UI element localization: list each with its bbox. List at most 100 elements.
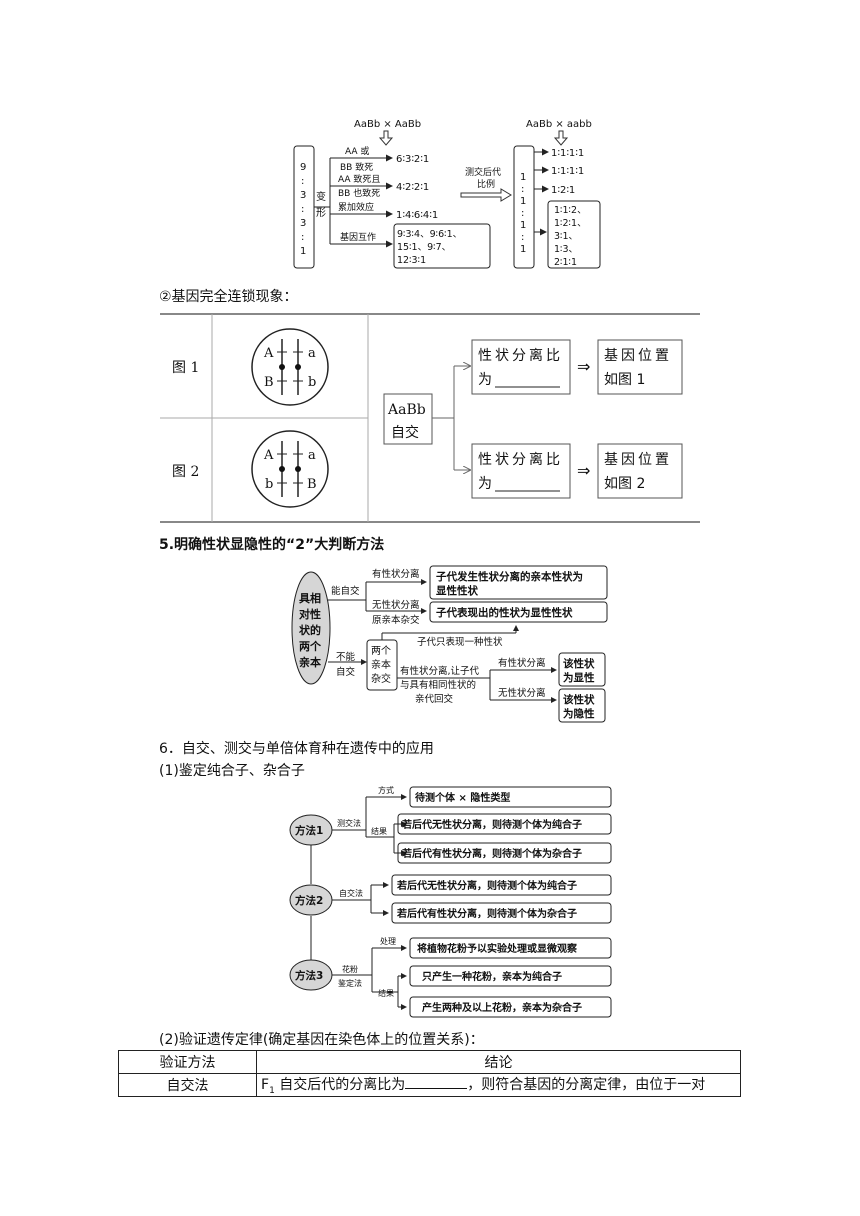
section2-heading: ②基因完全连锁现象： [159,289,298,305]
m3-box3: 产生两种及以上花粉，亲本为杂合子 [422,1001,582,1014]
sub2-heading: (2)验证遗传定律(确定基因在染色体上的位置关系)： [159,1032,484,1048]
dom-2: 为显性 [563,671,595,684]
svg-text:1: 1 [520,244,526,255]
svg-text:1: 1 [300,246,306,257]
arrow-label-1: 测交后代 [465,166,501,178]
root-2: 对性 [299,607,321,621]
cannot-1: 不能 [336,651,356,663]
branch3-label: 累加效应 [338,201,374,213]
no-sep: 无性状分离 [372,599,420,611]
fig1-gene-b: b [308,375,316,390]
branch4-label: 基因互作 [340,231,376,243]
test-r2: 1∶1∶1∶1 [551,166,584,177]
linkage-figure: 图 1 图 2 A a B b A a b B AaBb 自交 性状分离比 为 … [160,313,700,523]
has-sep-2a: 有性状分离,让子代 [400,665,480,677]
rec-1: 该性状 [563,693,595,706]
branch4-r2: 15∶1、9∶7、 [397,242,451,253]
base-ratio-9: 9 [300,162,306,173]
pos1-l2: 如图 1 [604,372,645,388]
m3-box2: 只产生一种花粉，亲本为纯合子 [422,970,562,983]
svg-text:3: 3 [300,190,306,201]
test-r4b: 1∶2∶1、 [554,218,587,229]
branch1-l1: AA 或 [345,145,369,157]
dominance-diagram: 具相 对性 状的 两个 亲本 能自交 有性状分离 子代发生性状分离的亲本性状为 … [291,565,608,723]
svg-text:形: 形 [316,207,326,219]
has-sep-2b: 与具有相同性状的 [400,679,476,691]
cross-2: 亲本 [371,658,391,671]
cross-1: 两个 [371,645,391,657]
branch4-r3: 12∶3∶1 [397,255,426,266]
root-1: 具相 [299,591,321,605]
m3-label: 方法3 [295,969,323,982]
arrow-label-2: 比例 [477,178,495,190]
fig1-gene-a: a [308,346,316,361]
fig2-gene-a: a [308,448,316,463]
result2-l2: 为 [478,476,492,492]
box1-l1: 子代发生性状分离的亲本性状为 [436,570,583,583]
rec-2: 为隐性 [563,707,595,720]
pure-hybrid-diagram: 方法1 测交法 方式 待测个体 × 隐性类型 结果 若后代无性状分离，则待测个体… [289,785,612,1018]
no-sep-3: 无性状分离 [498,687,546,699]
fig1-label: 图 1 [172,360,199,376]
conclusion-part2: ，则符合基因的分离定律，由位于一对 [467,1077,706,1094]
fig2-label: 图 2 [172,464,199,480]
branch3-ratio: 1∶4∶6∶4∶1 [396,210,438,221]
branch2-ratio: 4∶2∶2∶1 [396,182,429,193]
result1-l1: 性状分离比 [478,347,563,364]
svg-text:1: 1 [520,220,526,231]
has-sep-2c: 亲代回交 [415,693,454,705]
verification-table: 验证方法 结论 自交法 F1 自交后代的分离比为，则符合基因的分离定律，由位于一… [118,1050,741,1097]
selfcross: 自交法 [339,888,363,898]
root-5: 亲本 [299,655,321,669]
svg-text::: : [301,176,304,187]
sub1-heading: (1)鉴定纯合子、杂合子 [159,763,305,779]
result2-l1: 性状分离比 [478,451,563,468]
svg-text::: : [521,184,524,195]
table-header-row: 验证方法 结论 [118,1050,741,1074]
svg-text::: : [521,208,524,219]
test-r4d: 1∶3、 [554,244,578,255]
m2-box2: 若后代有性状分离，则待测个体为杂合子 [396,907,577,920]
svg-text::: : [521,232,524,243]
result3: 结果 [378,988,394,998]
row-conclusion: F1 自交后代的分离比为，则符合基因的分离定律，由位于一对 [256,1073,741,1097]
fig2-gene-A: A [263,448,274,463]
process: 处理 [380,936,396,946]
cross-3: 杂交 [371,672,391,685]
table-row: 自交法 F1 自交后代的分离比为，则符合基因的分离定律，由位于一对 [118,1073,741,1097]
svg-text:1: 1 [520,196,526,207]
can-self: 能自交 [331,585,360,597]
cross-right: AaBb × aabb [526,119,592,130]
header-method: 验证方法 [118,1050,257,1074]
m2-label: 方法2 [295,894,323,907]
m3-box1: 将植物花粉予以实验处理或显微观察 [417,942,578,955]
branch4-r1: 9∶3∶4、9∶6∶1、 [397,229,462,240]
svg-text::: : [301,204,304,215]
has-sep-3: 有性状分离 [498,657,546,669]
m1-box3: 若后代有性状分离，则待测个体为杂合子 [401,847,582,860]
branch2-l2: BB 也致死 [338,187,380,199]
section5-heading: 5.明确性状显隐性的“2”大判断方法 [159,537,385,553]
cannot-2: 自交 [336,666,356,678]
fig2-gene-b: b [265,477,273,492]
branch2-l1: AA 致死且 [338,173,380,185]
header-conclusion: 结论 [256,1050,741,1074]
svg-text:3: 3 [300,218,306,229]
f1-letter: F [261,1077,270,1094]
m1-label: 方法1 [295,824,323,837]
svg-text:1: 1 [520,172,526,183]
has-sep: 有性状分离 [372,568,420,580]
root-3: 状的 [299,623,321,637]
dom-1: 该性状 [563,657,595,670]
fig2-gene-B: B [307,477,317,492]
blank-line [405,1076,468,1090]
svg-text:变: 变 [316,190,326,203]
result1-l2: 为 [478,372,492,388]
fig1-gene-B: B [264,375,274,390]
pollen-2: 鉴定法 [338,978,362,988]
fig1-gene-A: A [263,346,274,361]
row-method: 自交法 [118,1073,257,1097]
m2-box1: 若后代无性状分离，则待测个体为纯合子 [396,879,577,892]
orig-cross: 原亲本杂交 [372,614,420,626]
test-r1: 1∶1∶1∶1 [551,148,584,159]
